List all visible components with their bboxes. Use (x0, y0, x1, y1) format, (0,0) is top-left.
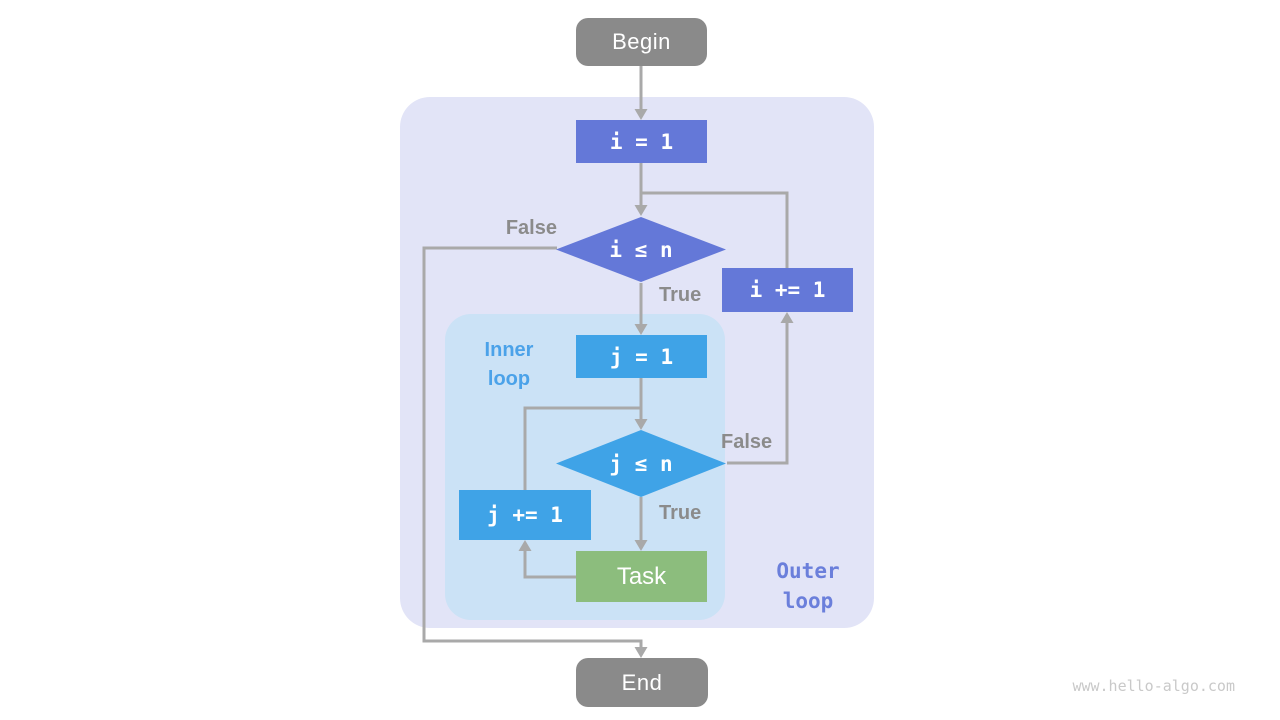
outer-loop-label-line1: Outer (776, 559, 840, 583)
end-node: End (576, 658, 708, 707)
init-i-node: i = 1 (576, 120, 707, 163)
begin-node: Begin (576, 18, 707, 66)
outer-loop-label-line2: loop (782, 589, 834, 613)
inner-loop-label-line2: loop (487, 368, 531, 390)
watermark: www.hello-algo.com (1072, 677, 1235, 695)
inner-true-label: True (659, 502, 702, 524)
outer-loop-label: Outer loop (748, 556, 868, 616)
inner-loop-label-line1: Inner (484, 339, 534, 361)
outer-true-label: True (659, 284, 702, 306)
inc-j-node: j += 1 (459, 490, 591, 540)
outer-false-label: False (505, 217, 557, 239)
inner-loop-label: Inner loop (455, 336, 563, 394)
inner-false-label: False (721, 431, 773, 453)
init-j-node: j = 1 (576, 335, 707, 378)
inc-i-node: i += 1 (722, 268, 853, 312)
task-node: Task (576, 551, 707, 602)
arrowhead-into-end (634, 647, 648, 658)
